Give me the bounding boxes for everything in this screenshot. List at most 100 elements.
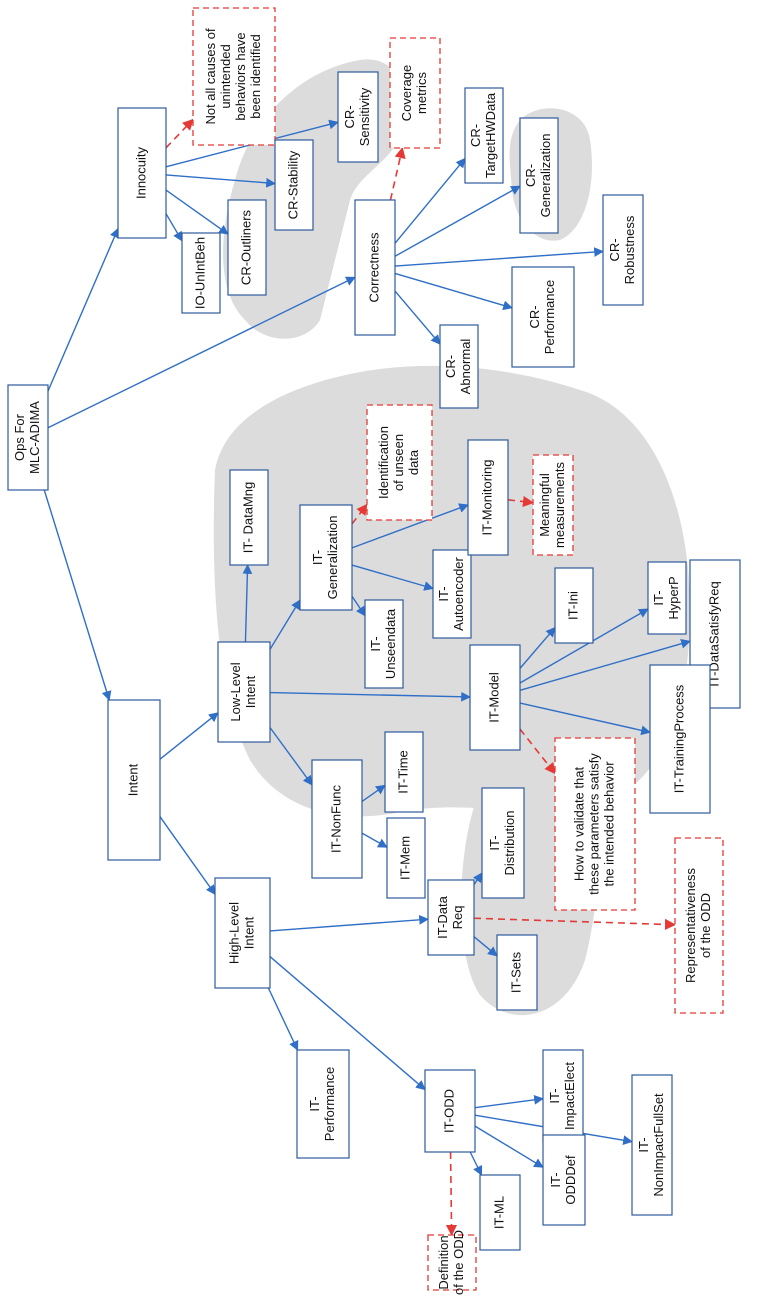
node-it-ini-label-line: IT-Ini [565,591,580,620]
edge-correctness-to-cr-abnormal [394,290,441,345]
node-it-nonfunc: IT-NonFunc [311,759,363,879]
node-io-unintbeh-frame [181,232,221,314]
edge-it-datareq-to-it-distribution [472,872,483,885]
node-cr-abnormal-label-line: Abnormal [458,339,473,395]
node-it-unseendata-frame [364,599,404,689]
node-it-model-label-line: IT-Model [486,672,501,723]
node-cr-generalization: CR-Generalization [519,117,559,234]
edge-it-datareq-to-odd-representativeness [473,917,677,930]
edge-it-model-to-it-trainingprocess [519,702,651,736]
node-it-nonfunc-label-line: IT-NonFunc [328,785,343,853]
node-it-time: IT-Time [384,731,424,813]
node-cr-performance-label-line: Performance [542,280,557,354]
edge-it-odd-to-it-ml [469,1151,483,1176]
node-it-odd-label-line: IT-ODD [441,1089,456,1133]
node-it-generalization-frame [299,504,353,611]
node-cr-robustness-label-line: CR- [607,238,622,261]
node-it-impactelect: IT-ImpactElect [542,1049,584,1143]
note-odd-representativeness-label-line: Representativeness [683,868,698,983]
node-cr-robustness-frame [602,194,644,306]
node-cr-targethwdata-label-line: TargetHWData [483,92,498,178]
node-cr-outliners: CR-Outliners [227,199,267,296]
edge-it-monitoring-to-meaningful-measurements [507,495,535,508]
node-it-nonimpactfullset: IT-NonImpactFullSet [631,1074,673,1216]
note-unseen-identification-label-line: Identification [376,426,391,499]
edge-intent-to-high-level-intent [159,816,216,896]
node-cr-generalization-label-line: Generalization [538,134,553,218]
edge-innocuity-to-cr-outliners [165,189,229,235]
node-it-performance-label-line: Performance [322,1067,337,1141]
edge-it-generalization-to-it-unseendata [351,595,366,617]
node-it-impactelect-label-line: IT- [547,1088,562,1103]
edge-innocuity-to-io-unintbeh [165,213,183,242]
edge-innocuity-to-cr-stability [165,174,276,188]
edge-root-to-intent [43,489,112,701]
node-it-distribution-label-line: IT- [487,835,502,850]
edge-it-nonfunc-to-it-time [361,784,386,803]
note-odd-representativeness-label-line: of the ODD [698,893,713,958]
node-innocuity-label-line: Innocuity [133,146,148,199]
node-it-monitoring-frame [467,439,509,556]
node-it-datamng: IT- DataMng [229,469,269,566]
edge-root-to-correctness [47,276,356,429]
node-it-odddef-label-line: IT- [548,1172,563,1187]
note-validate-parameters-frame [554,737,636,911]
edge-high-level-intent-to-it-performance [267,987,299,1051]
edge-it-datareq-to-it-sets [473,936,498,957]
note-validate-parameters-label-line: these parameters satisfy [586,753,601,895]
edge-innocuity-to-unintended-causes [165,118,194,149]
note-unintended-causes-label-line: Not all causes of [203,28,218,124]
edge-it-generalization-to-it-autoencoder [351,564,434,591]
node-it-impactelect-frame [542,1049,584,1143]
node-it-unseendata: IT-Unseendata [364,599,404,689]
edge-it-model-to-it-ini [519,626,556,669]
node-it-ml-label-line: IT-ML [491,1196,506,1229]
edge-high-level-intent-to-it-odd [269,956,426,1091]
node-it-hyperp: IT-HyperP [647,561,687,635]
note-meaningful-measurements-frame [532,454,574,556]
node-cr-outliners-frame [227,199,267,296]
edge-it-odd-to-odd-definition [445,1151,458,1237]
node-it-generalization-label-line: Generalization [325,516,340,600]
node-cr-abnormal-label-line: CR- [443,355,458,378]
node-high-level-intent-label-line: High-Level [226,902,241,964]
node-it-generalization-label-line: IT- [310,550,325,565]
node-it-distribution-frame [481,787,525,899]
node-cr-targethwdata-frame [464,87,504,184]
node-it-odddef-label-line: ODDDef [563,1155,578,1205]
node-low-level-intent-frame [217,641,271,743]
node-it-mem-frame [386,817,426,899]
node-cr-outliners-label-line: CR-Outliners [238,209,253,285]
edge-it-odd-to-it-impactelect [474,1094,544,1109]
node-cr-generalization-frame [519,117,559,234]
node-it-autoencoder: IT-Autoencoder [432,549,472,639]
edge-low-level-intent-to-it-model [269,691,471,702]
node-it-ml: IT-ML [479,1174,521,1251]
node-it-model-frame [469,644,521,751]
note-unintended-causes-label-line: behaviors have [233,32,248,120]
node-cr-sensitivity-frame [337,71,379,163]
node-it-mem-label-line: IT-Mem [397,836,412,880]
node-it-trainingprocess-frame [649,664,711,814]
node-it-mem: IT-Mem [386,817,426,899]
node-it-unseendata-label-line: Unseendata [383,608,398,679]
node-it-performance: IT-Performance [296,1049,350,1159]
node-it-datasatisfyreq-label-line: IT-DataSatisfyReq [706,581,721,687]
node-it-odd-frame [424,1069,476,1153]
edge-low-level-intent-to-it-nonfunc [269,727,313,786]
node-it-datareq-frame [427,879,475,956]
node-it-sets-label-line: IT-Sets [508,951,523,993]
node-it-odd: IT-ODD [424,1069,476,1153]
note-validate-parameters-label-line: the intended behavior [601,761,616,887]
note-odd-definition-label-line: Definition [436,1235,451,1289]
edge-it-model-to-it-hyperp [519,608,649,684]
node-intent-frame [107,699,161,861]
node-it-datamng-label-line: IT- DataMng [240,482,255,554]
